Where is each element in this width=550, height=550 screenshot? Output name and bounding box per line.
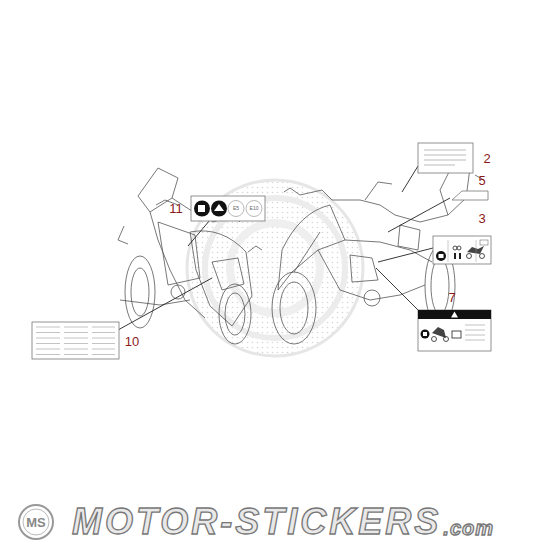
callout-number: 7 <box>448 291 455 304</box>
leader-lines <box>118 166 450 330</box>
watermark-text: .com <box>443 518 494 538</box>
sticker-7 <box>418 310 491 351</box>
sticker-10 <box>32 322 119 359</box>
logo-badge <box>19 505 53 539</box>
callout-number: 11 <box>169 202 183 215</box>
background-watermark <box>180 175 370 365</box>
callout-number: 10 <box>125 335 139 348</box>
logo-text: MS <box>26 516 46 529</box>
watermark-text: MOTOR-STICKERS <box>72 504 441 540</box>
callout-number: 2 <box>483 152 490 165</box>
sticker-text: E10 <box>250 206 259 211</box>
sticker-2 <box>418 143 473 173</box>
sticker-text: E5 <box>233 206 239 211</box>
callout-number: 3 <box>478 212 485 225</box>
sticker-11 <box>191 196 265 221</box>
sticker-5 <box>452 191 488 200</box>
sticker-3 <box>433 236 491 264</box>
motorcycle-front-view <box>118 168 262 344</box>
callout-number: 5 <box>478 174 485 187</box>
